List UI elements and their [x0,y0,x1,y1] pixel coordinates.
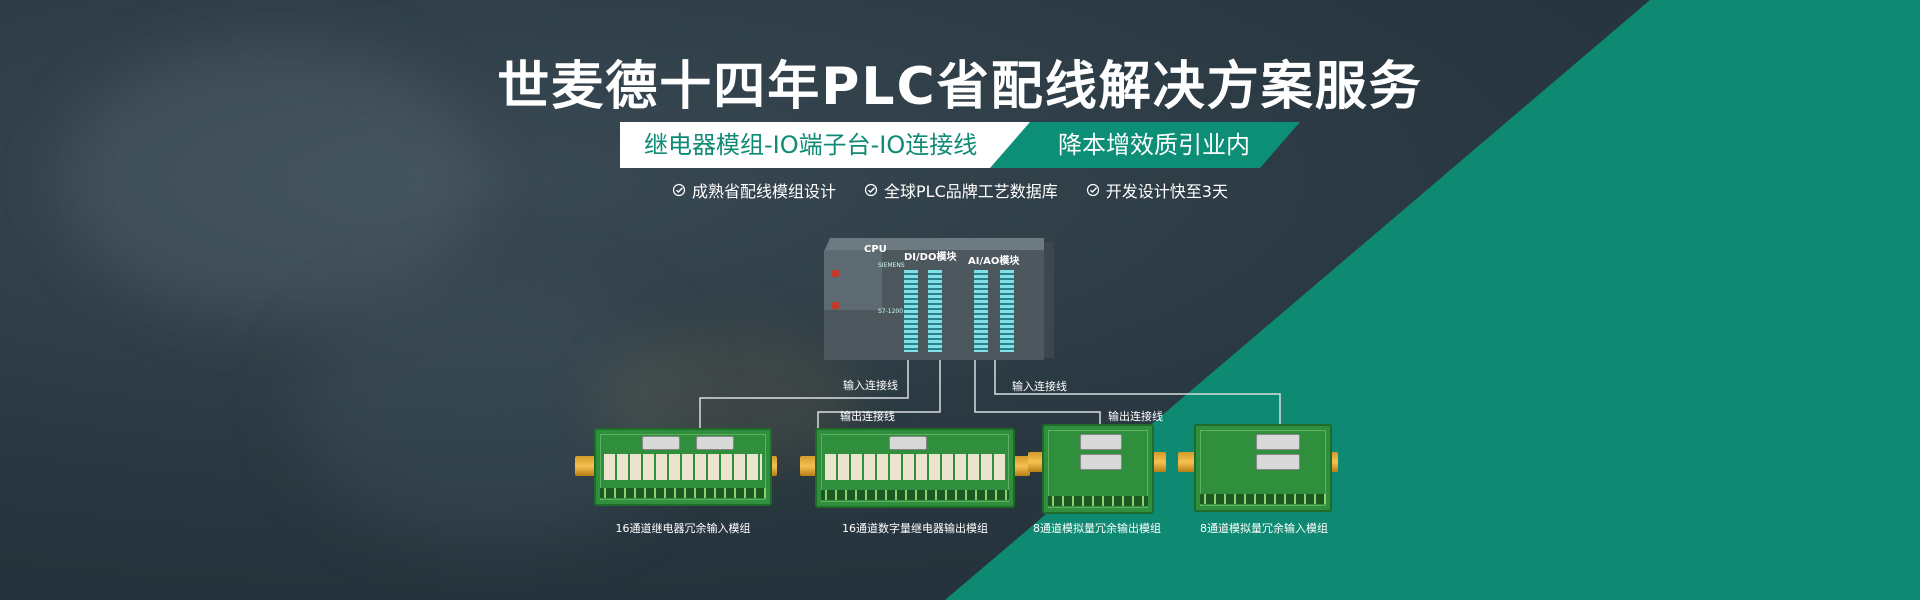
status-led [832,270,839,277]
aiao-label: AI/AO模块 [968,256,1020,267]
terminal-block [821,490,1009,500]
io-slot [928,270,942,352]
relay-output-module [815,428,1015,508]
subtitle-right: 降本增效质引业内 [990,122,1300,168]
module-caption: 8通道模拟量冗余输出模组 [1033,522,1161,535]
plc-cpu-lower [824,310,882,360]
io-slot [904,270,918,352]
page-title: 世麦德十四年PLC省配线解决方案服务 [497,57,1423,117]
analog-output-module [1042,424,1154,514]
wire-label: 输出连接线 [840,410,895,423]
wire-label: 输入连接线 [1012,380,1067,393]
background-blur [60,40,480,320]
db-connector [889,436,927,450]
feature-list: 成熟省配线模组设计 全球PLC品牌工艺数据库 开发设计快至3天 [672,178,1228,202]
db-connector [1080,434,1122,450]
db-connector [1080,454,1122,470]
feature-label: 成熟省配线模组设计 [692,182,837,201]
check-circle-icon [672,183,686,197]
plc-modules [882,250,1044,360]
module-caption: 16通道数字量继电器输出模组 [842,522,988,535]
check-circle-icon [1086,183,1099,197]
analog-input-module [1194,424,1332,512]
plc-unit: CPU DI/DO模块 AI/AO模块 SIEMENS S7-1200 [824,238,1054,360]
status-led [832,302,839,309]
relay-bank [604,454,762,480]
relay-bank [825,454,1005,480]
plc-brand: SIEMENS [878,262,905,269]
db-connector [696,436,734,450]
terminal-block [1048,496,1148,506]
terminal-block [1200,494,1326,504]
terminal-block [600,488,766,498]
subtitle-left: 继电器模组-IO端子台-IO连接线 [620,122,1040,168]
feature-item: 开发设计快至3天 [1086,178,1228,202]
io-slot [1000,270,1014,352]
db-connector [1256,454,1300,470]
db-connector [1256,434,1300,450]
check-circle-icon [864,183,878,197]
subtitle-bar: 继电器模组-IO端子台-IO连接线 降本增效质引业内 [620,122,1300,168]
dido-label: DI/DO模块 [904,252,957,263]
feature-label: 开发设计快至3天 [1105,182,1228,201]
module-caption: 16通道继电器冗余输入模组 [615,522,751,535]
plc-cpu [824,250,884,360]
plc-top [824,238,1044,252]
db-connector [642,436,680,450]
cpu-label: CPU [864,244,887,255]
wire-label: 输出连接线 [1108,410,1163,423]
plc-model: S7-1200 [878,308,904,315]
module-caption: 8通道模拟量冗余输入模组 [1200,522,1328,535]
wire-label: 输入连接线 [843,379,898,392]
feature-item: 全球PLC品牌工艺数据库 [864,178,1058,202]
feature-item: 成熟省配线模组设计 [672,178,836,202]
plc-side [1044,242,1054,358]
relay-input-module [594,428,772,506]
io-slot [974,270,988,352]
feature-label: 全球PLC品牌工艺数据库 [884,182,1058,201]
